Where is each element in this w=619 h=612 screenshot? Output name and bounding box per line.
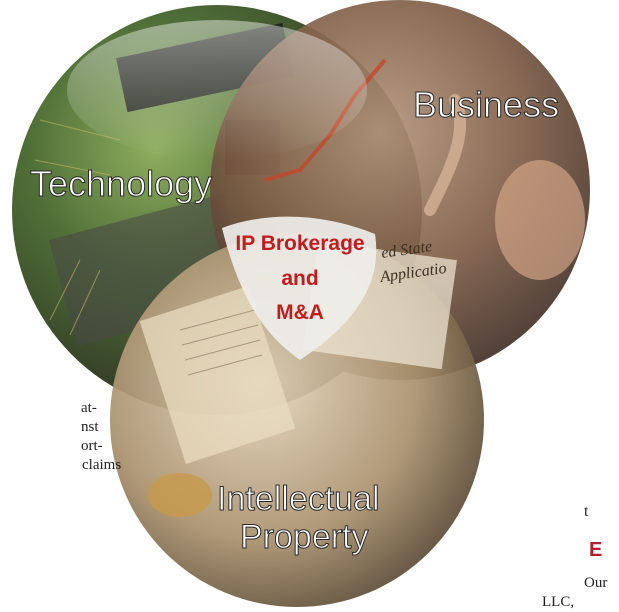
left-text-line: at- xyxy=(81,400,97,416)
right-text-line: LLC, xyxy=(542,594,575,610)
business-label: Business xyxy=(413,84,559,125)
left-text-line: ort- xyxy=(81,438,103,454)
right-text-fragment-2: LLC, xyxy=(542,593,574,612)
right-partial-t: t xyxy=(584,503,589,520)
technology-label: Technology xyxy=(30,163,212,204)
center-region xyxy=(222,216,377,360)
right-text-fragment: Our xyxy=(542,574,607,593)
left-text-fragment: at- nst ort- claims xyxy=(0,399,122,475)
gloss-highlight xyxy=(67,20,367,160)
left-text-line: nst xyxy=(81,419,99,435)
center-label-2: and xyxy=(281,267,318,290)
intellectual-label: Intellectual xyxy=(217,480,380,518)
left-text-line: claims xyxy=(82,457,122,473)
right-partial-heading: E xyxy=(589,539,603,561)
intellectual-property-circle xyxy=(110,233,484,607)
center-label-1: IP Brokerage xyxy=(235,232,364,255)
right-text-line: Our xyxy=(584,575,608,591)
center-label-3: M&A xyxy=(276,301,324,324)
document-text-1: ed State xyxy=(380,238,433,262)
property-label: Property xyxy=(240,518,369,556)
